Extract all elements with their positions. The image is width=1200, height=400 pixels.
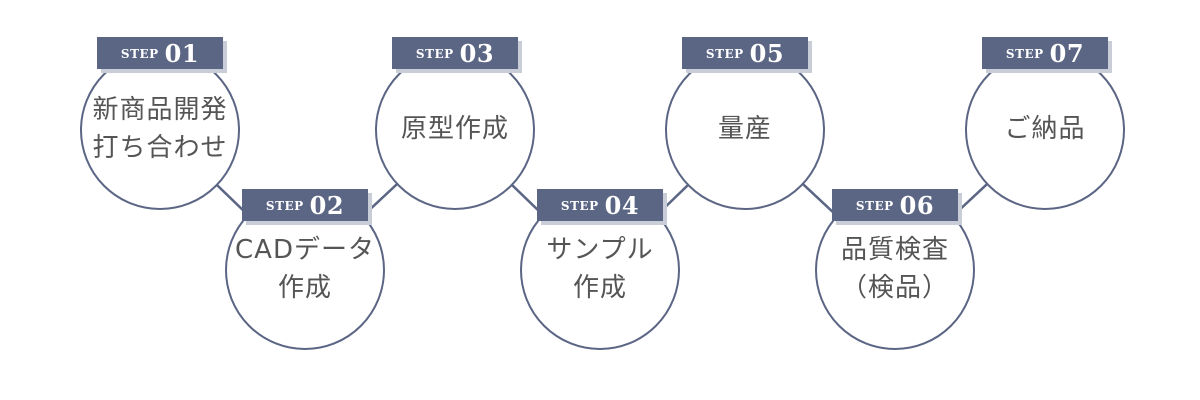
step-01-circle: 新商品開発 打ち合わせ bbox=[80, 50, 240, 210]
step-01-badge-number: 01 bbox=[164, 38, 200, 68]
step-07-badge-word: STEP bbox=[1005, 43, 1044, 63]
step-03-badge-number: 03 bbox=[459, 38, 495, 68]
step-03-text: 原型作成 bbox=[400, 114, 509, 145]
step-06-badge: STEP 06 bbox=[832, 189, 958, 221]
step-06-badge-word: STEP bbox=[855, 195, 894, 215]
step-01-text: 新商品開発 打ち合わせ bbox=[92, 95, 228, 163]
step-05-text: 量産 bbox=[717, 114, 772, 145]
step-05-badge-word: STEP bbox=[705, 43, 744, 63]
step-01-badge-word: STEP bbox=[120, 43, 159, 63]
step-07-badge-number: 07 bbox=[1049, 38, 1085, 68]
step-03-circle: 原型作成 bbox=[375, 50, 535, 210]
step-06-badge-number: 06 bbox=[899, 190, 935, 220]
step-02-badge-word: STEP bbox=[265, 195, 304, 215]
step-04-badge-number: 04 bbox=[604, 190, 640, 220]
step-04-text: サンプル 作成 bbox=[546, 235, 654, 303]
step-05-badge-number: 05 bbox=[749, 38, 785, 68]
step-07-circle: ご納品 bbox=[965, 50, 1125, 210]
step-02-badge-number: 02 bbox=[309, 190, 345, 220]
step-02-text: CADデータ 作成 bbox=[235, 235, 375, 303]
step-04-badge: STEP 04 bbox=[537, 189, 663, 221]
step-05-badge: STEP 05 bbox=[682, 37, 808, 69]
step-07-text: ご納品 bbox=[1004, 114, 1086, 145]
step-07-badge: STEP 07 bbox=[982, 37, 1108, 69]
step-01-badge: STEP 01 bbox=[97, 37, 223, 69]
step-03-badge-word: STEP bbox=[415, 43, 454, 63]
step-02-badge: STEP 02 bbox=[242, 189, 368, 221]
step-06-text: 品質検査 （検品） bbox=[840, 235, 949, 303]
step-03-badge: STEP 03 bbox=[392, 37, 518, 69]
step-05-circle: 量産 bbox=[665, 50, 825, 210]
step-04-badge-word: STEP bbox=[560, 195, 599, 215]
